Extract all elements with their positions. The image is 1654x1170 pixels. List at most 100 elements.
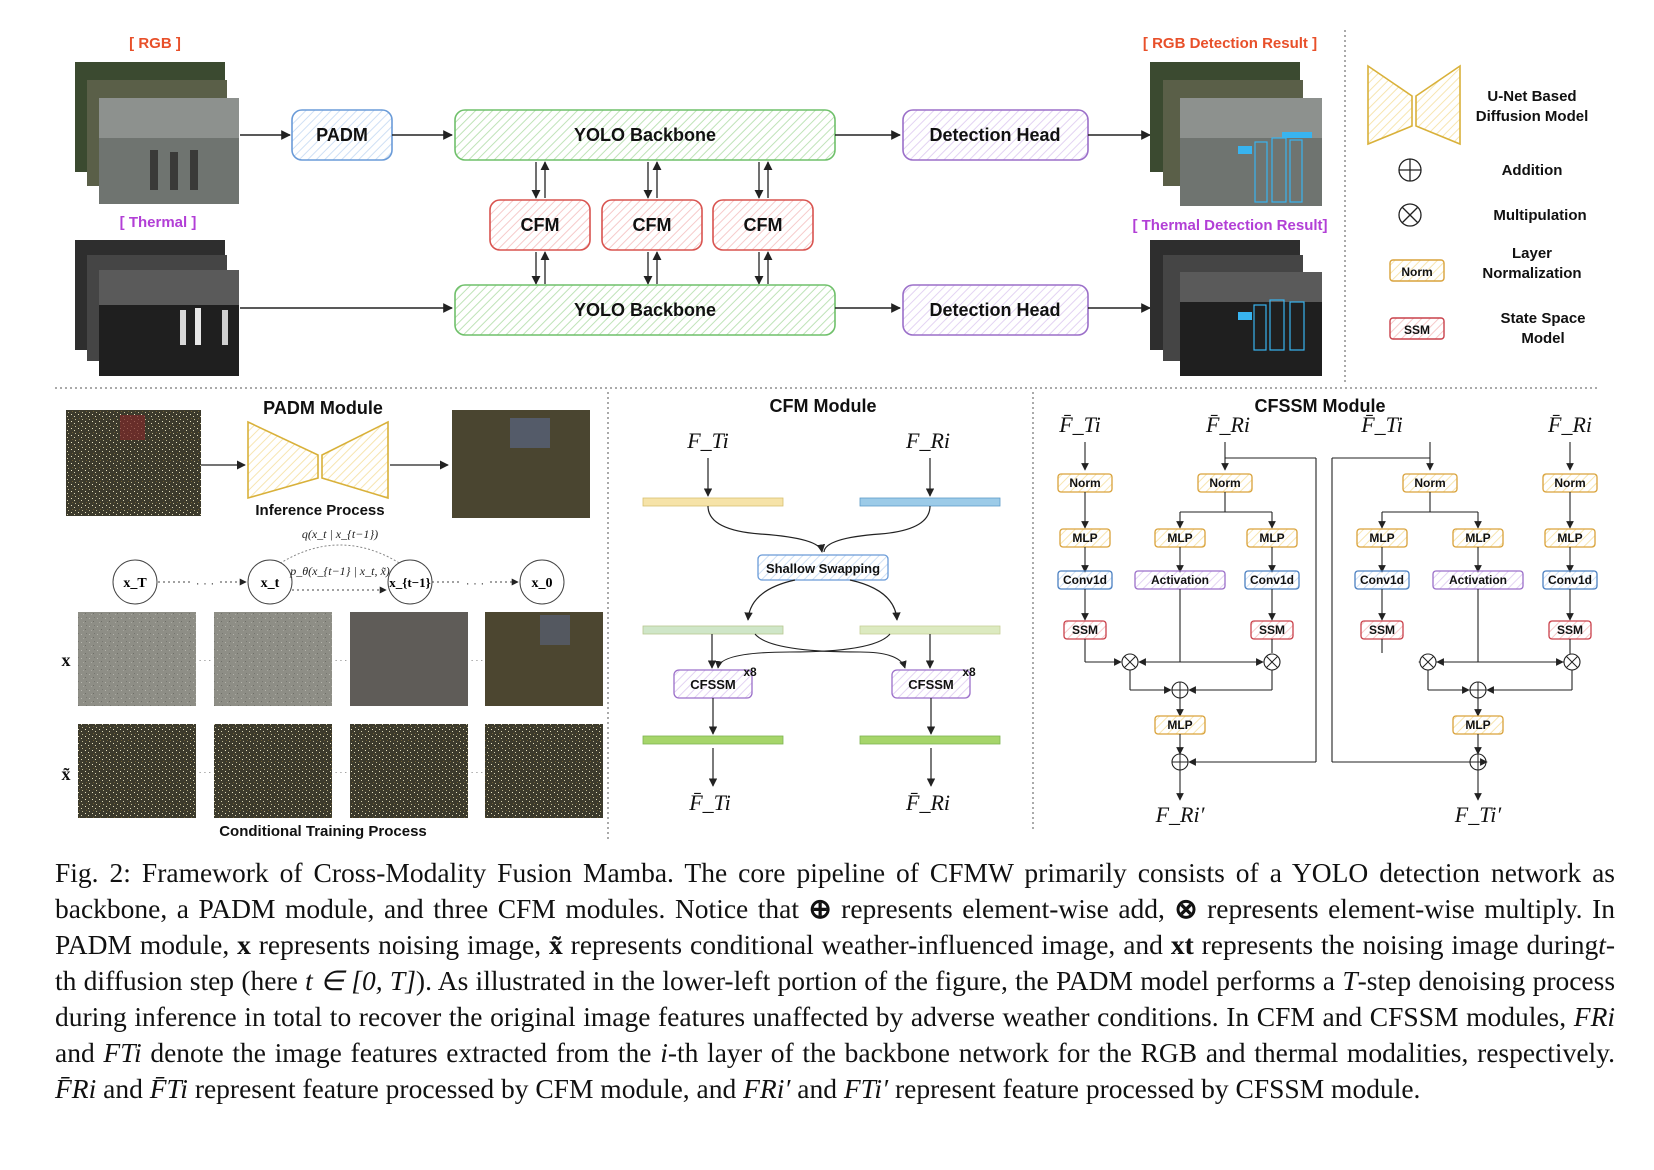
legend-multiplication: Multipulation [1493,207,1586,224]
cfm-panel-title: CFM Module [770,396,877,416]
svg-text:· · ·: · · · [471,656,483,665]
rgb-input-label: [ RGB ] [129,35,181,52]
legend-norm-line1: Layer [1512,245,1552,262]
cfssm2-mlp-double-label: MLP [1465,531,1490,545]
rgb-input-images [75,62,239,204]
cfssm1-activation-label: Activation [1151,573,1209,587]
cfssm2-mlp-act-label: MLP [1369,531,1394,545]
cfm-connection-arrows [531,161,773,285]
cfssm2-activation-label: Activation [1449,573,1507,587]
cfssm2-norm-double-label: Norm [1414,476,1445,490]
multiplication-icon [1398,203,1422,227]
legend-unet-line2: Diffusion Model [1476,108,1589,125]
cfssm1-mul-left [1121,653,1139,671]
legend: U-Net Based Diffusion Model Addition Mul… [1367,64,1589,347]
cfssm1-mlp-double: MLP [1246,528,1298,548]
cfssm2-norm-double: Norm [1402,473,1458,493]
cfssm1-mlp-single: MLP [1059,528,1111,548]
cfssm1-mlp-single-label: MLP [1072,531,1097,545]
thermal-result-images [1150,240,1322,376]
cfssm1-mlp-act: MLP [1154,528,1206,548]
cfssm1-conv-double-label: Conv1d [1250,573,1294,587]
thermal-input-images [75,240,239,376]
cfssm-panel-title: CFSSM Module [1255,396,1386,416]
padm-node-xt: x_t [247,559,293,605]
padm-row-xtilde-label: x̃ [62,764,71,784]
cfm-box-2-label: CFM [633,215,672,235]
cfssm2-input-a: F̄_Ti [1360,412,1403,437]
padm-dots-1: · · · [196,576,215,590]
legend-ssm-line1: State Space [1500,310,1585,327]
cfssm1-input-a: F̄_Ti [1058,412,1101,437]
cfssm2-ssm-double: SSM [1360,620,1404,640]
cfm-box-3-label: CFM [744,215,783,235]
cfssm1-add-1 [1171,681,1189,699]
cfssm2-norm-single: Norm [1542,473,1598,493]
padm-panel-title: PADM Module [263,398,383,418]
cfssm1-conv-single: Conv1d [1057,570,1113,590]
cfssm2-ssm-single-label: SSM [1557,623,1583,637]
svg-text:· · ·: · · · [199,656,211,665]
cfm-box-3: CFM [712,199,814,251]
yolo-backbone-top-label: YOLO Backbone [574,125,716,145]
padm-node-x0: x_0 [519,559,565,605]
cfssm1-norm-single: Norm [1057,473,1113,493]
cfssm1-norm-double-label: Norm [1209,476,1240,490]
padm-x-row-images [78,612,603,706]
svg-text:x_t: x_t [261,576,280,591]
shallow-swapping-label: Shallow Swapping [766,561,880,576]
cfssm-box-right: CFSSM [891,669,971,699]
unet-icon [1367,64,1461,146]
padm-inference-label: Inference Process [255,502,384,519]
cfm-output-left: F̄_Ti [688,790,731,815]
cfssm1-activation: Activation [1134,570,1226,590]
cfssm2-mul-right [1563,653,1581,671]
cfssm2-conv-double: Conv1d [1354,570,1410,590]
detection-head-top: Detection Head [902,109,1089,161]
padm-row-x-label: x [62,650,71,670]
svg-text:· · ·: · · · [471,768,483,777]
cfm-input-left: F_Ti [686,428,729,453]
cfssm2-ssm-double-label: SSM [1369,623,1395,637]
cfm-input-right: F_Ri [905,428,950,453]
legend-norm-box: Norm [1401,265,1432,279]
svg-text:x_0: x_0 [532,576,553,591]
legend-unet-line1: U-Net Based [1487,88,1576,105]
padm-unet-icon [247,420,389,500]
legend-ssm-box: SSM [1404,323,1430,337]
thermal-result-label: [ Thermal Detection Result] [1132,217,1327,234]
svg-text:· · ·: · · · [199,768,211,777]
cfssm1-mul-right [1263,653,1281,671]
cfssm2-mlp-single-label: MLP [1557,531,1582,545]
cfssm1-input-b: F̄_Ri [1205,412,1250,437]
yolo-backbone-bottom-label: YOLO Backbone [574,300,716,320]
addition-icon [1398,158,1422,182]
padm-q-label: q(x_t | x_{t−1}) [302,527,378,541]
add-symbol: ⊕ [808,893,832,924]
cfssm-box-left-label: CFSSM [690,677,736,692]
padm-node-xt-1: x_{t−1} [387,559,433,605]
cfm-box-1: CFM [489,199,591,251]
svg-text:· · ·: · · · [335,656,347,665]
thermal-input-label: [ Thermal ] [120,214,197,231]
cfssm1-ssm-double: SSM [1250,620,1294,640]
cfssm1-ssm-single-label: SSM [1072,623,1098,637]
legend-ssm-line2: Model [1521,330,1564,347]
cfssm1-mlp-double-label: MLP [1259,531,1284,545]
padm-dots-2: · · · [466,576,485,590]
cfssm1-mlp-out: MLP [1154,715,1206,735]
cfssm2-conv-single-label: Conv1d [1548,573,1592,587]
padm-box: PADM [291,109,393,161]
svg-text:x_{t−1}: x_{t−1} [389,575,430,590]
rgb-result-images [1150,62,1322,206]
cfssm1-mlp-act-label: MLP [1167,531,1192,545]
cfm-feature-bar-green-right [859,735,1001,745]
cfssm-box-right-label: CFSSM [908,677,954,692]
cfssm2-norm-single-label: Norm [1554,476,1585,490]
cfssm2-ssm-single: SSM [1548,620,1592,640]
padm-xtilde-row-images [78,724,603,818]
cfssm-box-left: CFSSM [673,669,753,699]
cfssm1-conv-single-label: Conv1d [1063,573,1107,587]
cfm-feature-bar-green-left [642,735,784,745]
cfssm2-mlp-single: MLP [1544,528,1596,548]
